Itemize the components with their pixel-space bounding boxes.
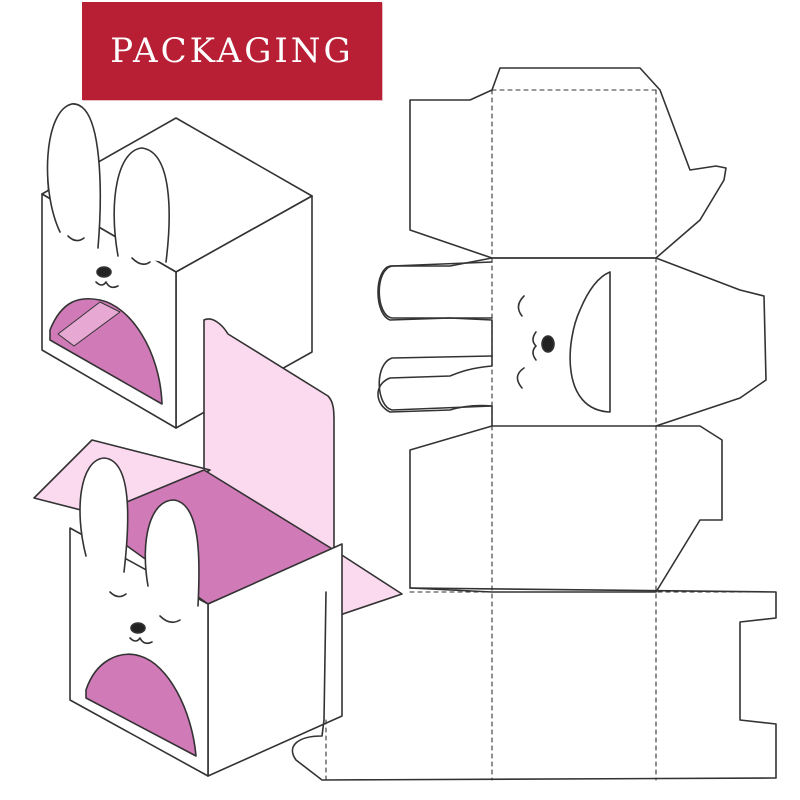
rabbit-nose xyxy=(96,266,112,278)
dieline-eye-top xyxy=(517,295,525,317)
box-window-inner xyxy=(57,301,121,347)
dieline-nose xyxy=(541,335,555,353)
open-box-eye-left xyxy=(109,591,127,598)
open-box-window xyxy=(85,653,197,757)
rabbit-ear-front-right xyxy=(113,147,170,263)
open-box xyxy=(33,318,403,777)
dieline-window xyxy=(569,271,611,413)
rabbit-mouth xyxy=(95,281,119,289)
dieline-ears-icon xyxy=(378,261,493,319)
open-box-nose xyxy=(130,622,146,634)
dieline-bottom-section xyxy=(291,587,777,781)
rabbit-eye-right xyxy=(131,257,151,266)
open-box-eye-right xyxy=(159,615,181,624)
packaging-title-badge: PACKAGING xyxy=(82,2,382,100)
dieline-fold-lines xyxy=(325,89,777,781)
assembled-box xyxy=(41,103,313,429)
open-box-ear-right xyxy=(144,499,200,607)
open-box-ear-left xyxy=(79,457,129,573)
rabbit-ear-front-left xyxy=(46,103,101,249)
packaging-title: PACKAGING xyxy=(110,31,354,71)
dieline-lower-section xyxy=(409,425,723,593)
dieline xyxy=(291,67,777,781)
dieline-mouth xyxy=(532,331,537,361)
dieline-top-section xyxy=(409,67,727,259)
dieline-ear-lower xyxy=(378,355,493,411)
open-box-mouth xyxy=(129,637,153,645)
dieline-eye-bottom xyxy=(516,367,525,389)
rabbit-eye-left xyxy=(67,235,85,242)
